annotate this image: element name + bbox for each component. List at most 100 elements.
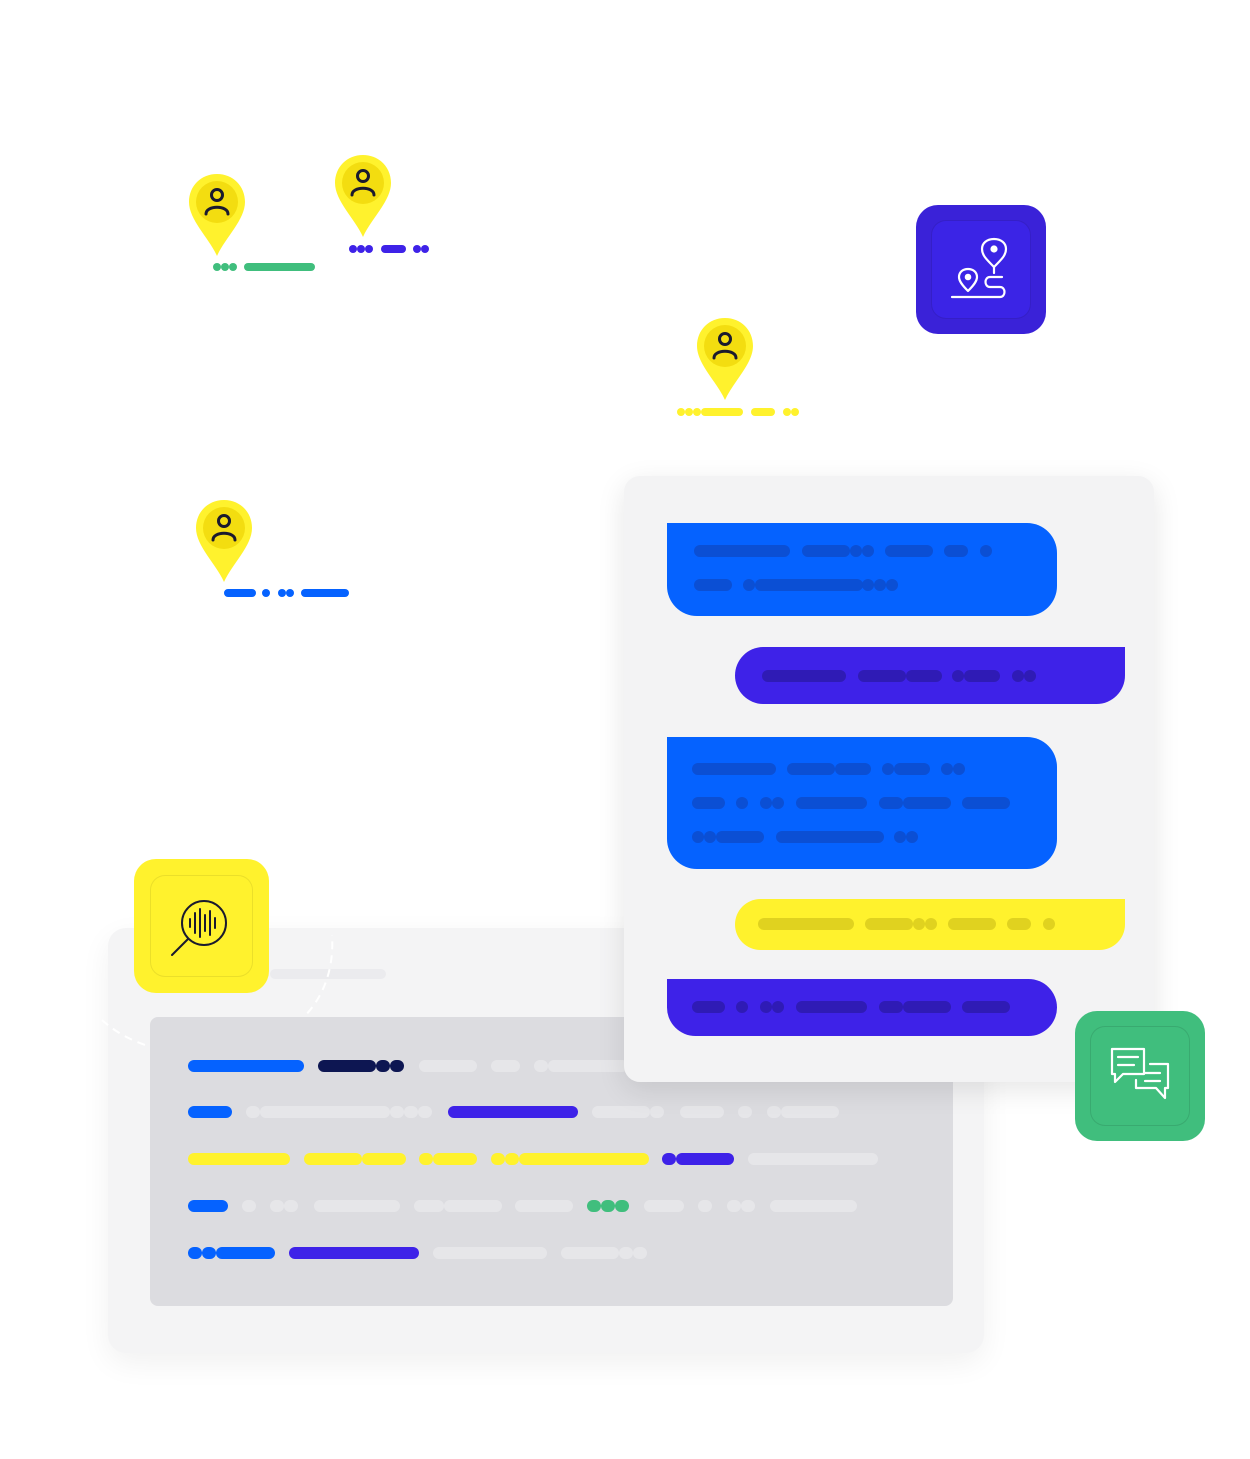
person-pin-icon [189, 174, 245, 256]
chat-tile[interactable] [1075, 1011, 1205, 1141]
transcript-row-2-word [592, 1106, 650, 1118]
pin-4-label-bar [224, 589, 256, 597]
transcript-row-1-word [534, 1060, 548, 1072]
transcript-row-4-word [270, 1200, 284, 1212]
transcript-row-2-word [448, 1106, 578, 1118]
transcript-row-2-word [188, 1106, 232, 1118]
transcript-row-3-word [748, 1153, 878, 1165]
chat-line [776, 831, 884, 843]
transcript-row-1-word [491, 1060, 520, 1072]
transcript-row-3-word [304, 1153, 362, 1165]
chat-line [879, 797, 903, 809]
chat-line [882, 763, 894, 775]
chat-tile-inner [1091, 1027, 1189, 1125]
chat-line [736, 1001, 748, 1013]
pin-1-label-dot [221, 263, 229, 271]
transcript-row-4-word [770, 1200, 857, 1212]
chat-line [953, 763, 965, 775]
voice-search-tile[interactable] [134, 859, 269, 993]
chat-bubbles-icon [1110, 1047, 1170, 1100]
chat-line [906, 831, 918, 843]
chat-line [948, 918, 996, 930]
pin-4-label-dot [278, 589, 286, 597]
transcript-row-2-word [404, 1106, 418, 1118]
chat-line [760, 1001, 772, 1013]
pin-4-label-dot [262, 589, 270, 597]
pin-2-label-dot [421, 245, 429, 253]
chat-line [944, 545, 968, 557]
chat-line [692, 1001, 725, 1013]
chat-line [941, 763, 953, 775]
chat-line [865, 918, 913, 930]
transcript-row-5-word [202, 1247, 216, 1259]
transcript-row-3-word [419, 1153, 433, 1165]
transcript-row-5-word [433, 1247, 547, 1259]
transcript-row-5-word [619, 1247, 633, 1259]
chat-line [980, 545, 992, 557]
transcript-row-4-word [587, 1200, 601, 1212]
pin-2-label-dot [413, 245, 421, 253]
person-pin-icon [335, 155, 391, 237]
chat-line [692, 763, 776, 775]
transcript-row-1-word [419, 1060, 477, 1072]
transcript-row-1-word [318, 1060, 376, 1072]
chat-line [1007, 918, 1031, 930]
chat-line [772, 1001, 784, 1013]
pin-1-label-dot [213, 263, 221, 271]
transcript-row-4-word [284, 1200, 298, 1212]
chat-line [692, 831, 704, 843]
transcript-row-2-word [767, 1106, 781, 1118]
pin-3-label-dot [693, 408, 701, 416]
pin-2-label-dot [357, 245, 365, 253]
pin-2-label-dot [365, 245, 373, 253]
pin-3-label-dot [685, 408, 693, 416]
transcript-row-5-word [561, 1247, 619, 1259]
transcript-row-4-word [444, 1200, 502, 1212]
chat-line [913, 918, 925, 930]
transcript-row-1-word [548, 1060, 628, 1072]
chat-line [858, 670, 906, 682]
chat-line [894, 831, 906, 843]
transcript-row-3-word [662, 1153, 676, 1165]
chat-line [862, 579, 874, 591]
transcript-row-3-word [188, 1153, 290, 1165]
transcript-row-4-word [414, 1200, 444, 1212]
transcript-row-2-word [390, 1106, 404, 1118]
chat-line [802, 545, 850, 557]
transcript-row-5-word [289, 1247, 419, 1259]
transcript-row-5-word [188, 1247, 202, 1259]
pin-1-label-dot [229, 263, 237, 271]
pin-3-label-dot [783, 408, 791, 416]
chat-line [716, 831, 764, 843]
pin-3-label-bar [751, 408, 775, 416]
transcript-row-2-word [260, 1106, 390, 1118]
person-pin-icon [196, 500, 252, 582]
dashed-arc [101, 934, 334, 1055]
chat-line [952, 670, 964, 682]
transcript-row-3-word [362, 1153, 406, 1165]
chat-line [879, 1001, 903, 1013]
chat-line [762, 670, 846, 682]
transcript-row-4-word [515, 1200, 573, 1212]
transcript-row-4-word [314, 1200, 400, 1212]
chat-line [885, 545, 933, 557]
pin-4-label-dot [286, 589, 294, 597]
chat-line [736, 797, 748, 809]
voice-search-tile-inner [151, 876, 252, 976]
chat-line [692, 797, 725, 809]
transcript-row-2-word [650, 1106, 664, 1118]
chat-line [1043, 918, 1055, 930]
person-pin-2 [333, 153, 393, 239]
chat-line [743, 579, 755, 591]
chat-line [964, 670, 1000, 682]
chat-line [758, 918, 854, 930]
chat-line [962, 1001, 1010, 1013]
chat-line [694, 545, 790, 557]
chat-line [787, 763, 835, 775]
chat-line [704, 831, 716, 843]
transcript-row-2-word [246, 1106, 260, 1118]
chat-line [925, 918, 937, 930]
route-tile[interactable] [916, 205, 1046, 334]
transcript-row-4-word [741, 1200, 755, 1212]
pin-3-label-bar [701, 408, 743, 416]
